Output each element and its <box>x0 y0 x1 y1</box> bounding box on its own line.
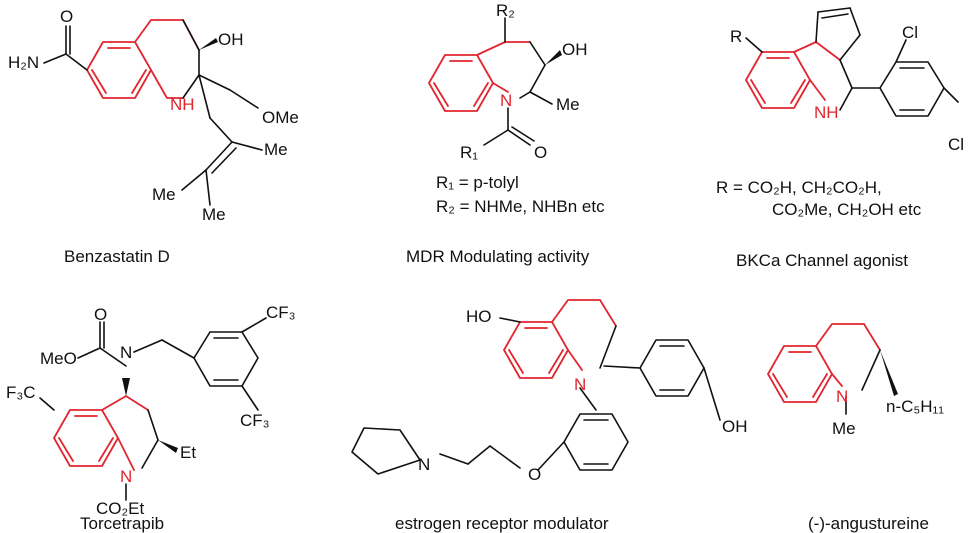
amide-oxygen-label: O <box>60 7 73 26</box>
substituent-note: R = CO₂H, CH₂CO₂H, <box>716 178 882 197</box>
r1-label: R₁ <box>460 143 478 162</box>
methyl-label: Me <box>152 185 176 204</box>
hydroxyl-label: HO <box>466 307 492 326</box>
methyl-label: Me <box>556 95 580 114</box>
ester-label: CO₂Et <box>96 499 144 518</box>
methoxy-label: OMe <box>262 108 299 127</box>
hydroxyl-label: OH <box>218 30 244 49</box>
ring-n-label: N <box>574 375 586 394</box>
trifluoromethyl-label: CF₃ <box>266 303 296 322</box>
ethyl-label: Et <box>180 443 196 462</box>
caption-mdr-modulating: MDR Modulating activity <box>406 247 590 266</box>
substituent-note: R₁ = p-tolyl <box>436 173 519 192</box>
caption-torcetrapib: Torcetrapib <box>80 514 164 533</box>
hydroxyl-label: OH <box>562 40 588 59</box>
caption-estrogen-modulator: estrogen receptor modulator <box>395 514 609 533</box>
methoxy-label: MeO <box>40 349 77 368</box>
carbonyl-oxygen-label: O <box>94 305 107 324</box>
carbonyl-oxygen-label: O <box>534 143 547 162</box>
substituent-note: R₂ = NHMe, NHBn etc <box>436 197 605 216</box>
r-label: R <box>730 27 742 46</box>
caption-bkca-agonist: BKCa Channel agonist <box>736 251 908 270</box>
mdr-modulator-structure: R₂ OH N Me R₁ O R₁ = p-tolyl R₂ = NHMe, … <box>428 1 605 216</box>
torcetrapib-structure: O MeO N CF₃ CF₃ F₃C N Et CO₂Et <box>6 303 296 518</box>
methyl-label: Me <box>832 419 856 438</box>
substituent-note: CO₂Me, CH₂OH etc <box>772 200 922 219</box>
methyl-label: Me <box>264 140 288 159</box>
estrogen-modulator-structure: HO N OH N O <box>351 299 748 484</box>
bkca-agonist-structure: R NH Cl Cl R = CO₂H, CH₂CO₂H, CO₂Me, CH₂… <box>716 7 964 219</box>
amine-nh2-label: H₂N <box>8 53 39 72</box>
ring-n-label: N <box>120 467 132 486</box>
r2-label: R₂ <box>496 1 515 20</box>
amine-n-label: N <box>120 343 132 362</box>
benzastatin-d-structure: O H₂N OH NH OMe Me Me Me <box>8 7 299 224</box>
pentyl-chain-label: n-C₅H₁₁ <box>886 397 944 416</box>
ring-n-label: N <box>836 387 848 406</box>
caption-angustureine: (-)-angustureine <box>808 514 929 533</box>
trifluoromethyl-label: F₃C <box>6 383 36 402</box>
ring-nh-label: NH <box>814 103 839 122</box>
angustureine-structure: N Me n-C₅H₁₁ <box>767 323 944 438</box>
caption-benzastatin-d: Benzastatin D <box>64 247 170 266</box>
chloro-label: Cl <box>902 23 918 42</box>
ether-oxygen-label: O <box>528 465 541 484</box>
trifluoromethyl-label: CF₃ <box>240 411 270 430</box>
ring-n-label: N <box>500 91 512 110</box>
hydroxyl-label: OH <box>722 417 748 436</box>
methyl-label: Me <box>202 205 226 224</box>
ring-nh-label: NH <box>170 95 195 114</box>
pyrrolidine-n-label: N <box>418 455 430 474</box>
chloro-label: Cl <box>948 135 964 154</box>
